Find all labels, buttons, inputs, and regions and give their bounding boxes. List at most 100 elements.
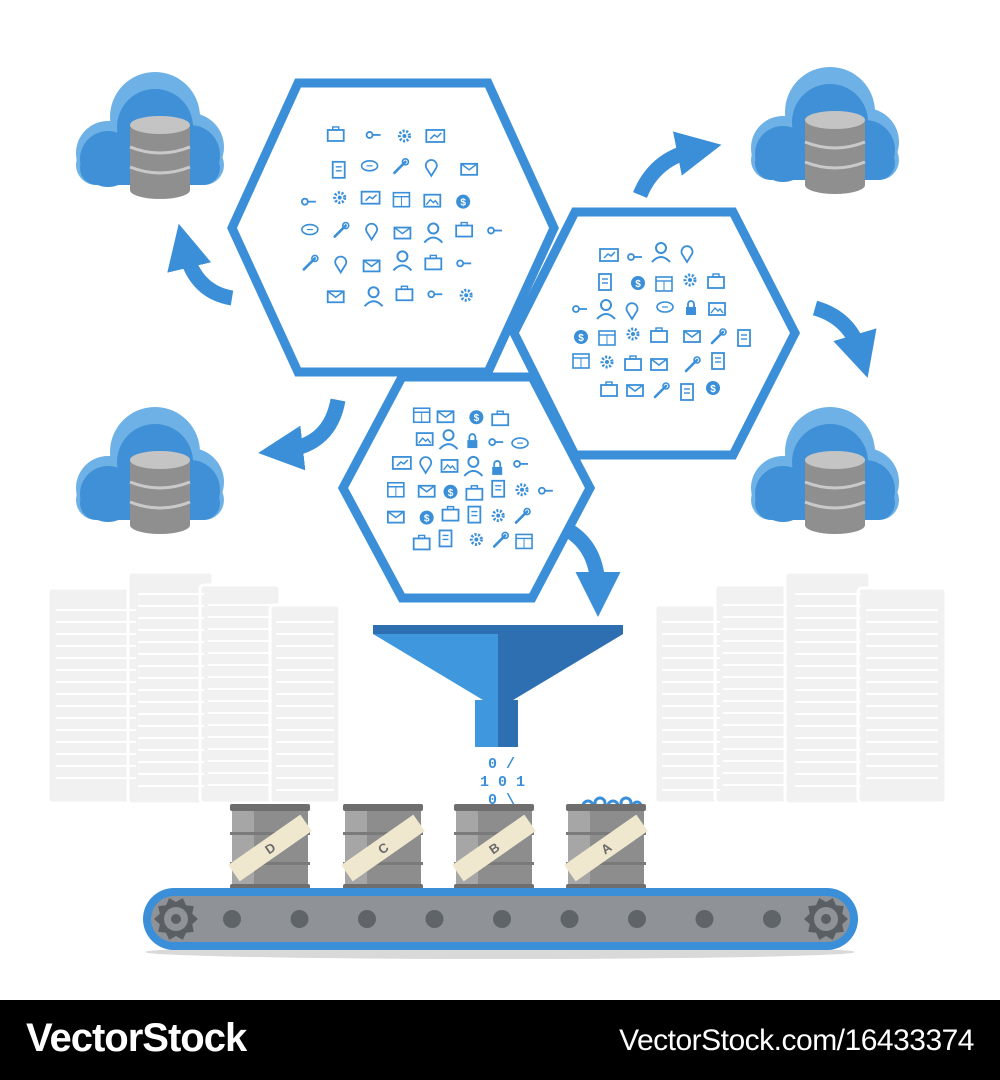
conveyor-belt-icon xyxy=(143,888,858,959)
curved-arrow-icon xyxy=(167,223,234,306)
person-icon xyxy=(651,242,671,263)
wrench-icon xyxy=(333,221,350,238)
cloud-database-icon xyxy=(76,407,224,534)
server-rack-icon xyxy=(856,586,948,805)
curved-arrow-icon xyxy=(258,398,346,471)
key-icon xyxy=(456,259,472,268)
doc-icon xyxy=(598,273,612,291)
case-icon xyxy=(412,534,431,551)
case-icon xyxy=(326,126,345,142)
key-icon xyxy=(488,438,504,446)
gear-icon xyxy=(397,129,411,143)
mail-icon xyxy=(650,358,668,371)
roller xyxy=(560,910,579,928)
dollar-icon: $ xyxy=(419,510,434,525)
cal-icon xyxy=(412,407,431,424)
doc-icon xyxy=(467,505,482,524)
person-icon xyxy=(392,250,413,272)
wrench-icon xyxy=(653,382,670,399)
cal-icon xyxy=(515,533,533,550)
chart-icon xyxy=(360,190,381,205)
chart-icon xyxy=(599,248,619,262)
cloud-database-icon xyxy=(751,407,899,534)
gear-icon xyxy=(333,191,347,205)
roller xyxy=(695,910,714,928)
pin-icon xyxy=(625,302,639,321)
svg-text:$: $ xyxy=(474,413,480,424)
pin-icon xyxy=(680,245,694,264)
pin-icon xyxy=(424,159,438,178)
person-icon xyxy=(596,299,616,320)
barrel-icon: B xyxy=(452,804,536,889)
gear-icon xyxy=(626,327,640,341)
person-icon xyxy=(463,455,484,477)
watermark-brand: VectorStock xyxy=(26,1016,247,1060)
mail-icon xyxy=(460,162,479,176)
doc-icon xyxy=(331,160,346,179)
lock-icon xyxy=(686,300,696,315)
doc-icon xyxy=(680,383,694,401)
binary-line: 0 / xyxy=(488,756,515,773)
case-icon xyxy=(441,505,460,522)
wrench-icon xyxy=(710,328,727,345)
cloud-database-icon xyxy=(76,72,224,199)
funnel-icon xyxy=(373,625,623,747)
binary-data-icon: 0 / 1 0 1 0 \ xyxy=(480,756,525,809)
hexagon-data-cluster: $$$ xyxy=(337,372,596,603)
key-icon xyxy=(365,131,381,139)
mail-icon xyxy=(436,410,455,424)
cloud-database-icon xyxy=(751,67,899,194)
wrench-icon xyxy=(514,507,531,524)
roller xyxy=(358,910,376,928)
gear-icon xyxy=(683,273,697,287)
case-icon xyxy=(465,485,484,501)
cal-icon xyxy=(572,353,590,369)
barrel-icon: C xyxy=(341,804,425,889)
mail-icon xyxy=(626,384,644,397)
chat-icon xyxy=(511,437,529,449)
doc-icon xyxy=(711,352,725,370)
case-icon xyxy=(600,381,618,397)
roller xyxy=(628,910,646,928)
svg-text:$: $ xyxy=(460,198,466,209)
dollar-icon: $ xyxy=(631,276,645,290)
gear-icon xyxy=(459,288,473,302)
lock-icon xyxy=(467,433,478,449)
dollar-icon: $ xyxy=(456,194,471,209)
key-icon xyxy=(537,486,553,495)
person-icon xyxy=(438,429,459,450)
gear-icon xyxy=(804,898,848,940)
gear-icon xyxy=(600,355,614,369)
cal-icon xyxy=(392,191,411,208)
image-icon xyxy=(423,193,442,208)
watermark-bar: VectorStock VectorStock.com/16433374 xyxy=(0,1000,1000,1080)
image-icon xyxy=(440,459,459,473)
cal-icon xyxy=(655,276,673,292)
pin-icon xyxy=(334,255,348,275)
case-icon xyxy=(424,254,443,271)
key-icon xyxy=(487,226,503,235)
svg-text:$: $ xyxy=(710,384,716,395)
curved-arrow-icon xyxy=(633,131,722,199)
chat-icon xyxy=(360,160,379,172)
roller xyxy=(493,910,511,928)
mail-icon xyxy=(326,290,345,304)
mail-icon xyxy=(417,484,436,498)
curved-arrow-icon xyxy=(812,300,877,378)
doc-icon xyxy=(737,329,751,347)
gear-icon xyxy=(491,509,505,523)
lock-icon xyxy=(492,460,503,475)
svg-text:$: $ xyxy=(635,279,641,290)
mail-icon xyxy=(393,226,412,240)
key-icon xyxy=(300,197,316,206)
case-icon xyxy=(707,273,725,289)
person-icon xyxy=(423,222,444,244)
image-icon xyxy=(415,432,434,446)
wrench-icon xyxy=(492,531,510,548)
wrench-icon xyxy=(684,356,701,373)
case-icon xyxy=(624,355,642,371)
roller xyxy=(223,910,241,928)
image-icon xyxy=(708,302,726,316)
svg-text:$: $ xyxy=(578,333,584,344)
